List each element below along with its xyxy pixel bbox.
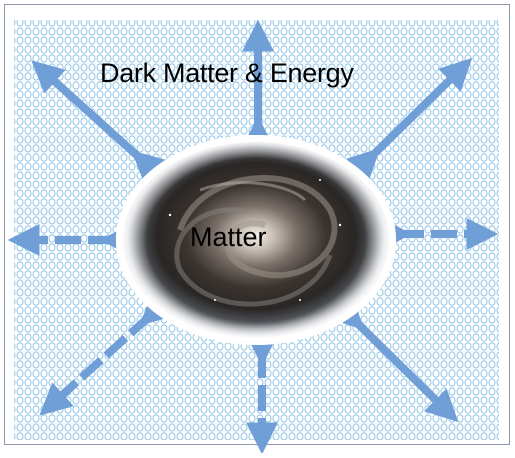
dark-matter-energy-label: Dark Matter & Energy <box>100 58 354 89</box>
matter-label: Matter <box>190 222 267 253</box>
